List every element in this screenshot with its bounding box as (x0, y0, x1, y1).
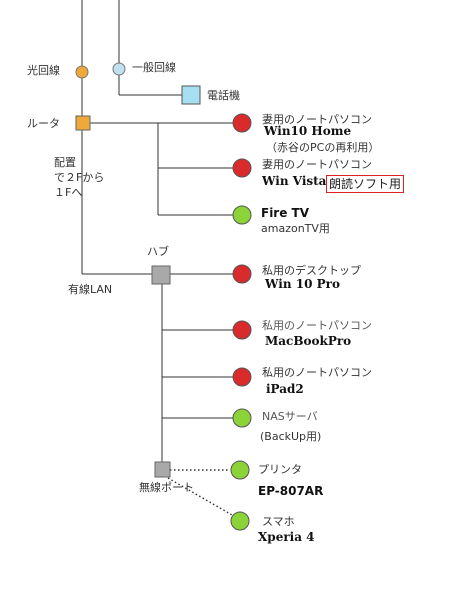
desktop-owner: 私用のデスクトップ (262, 264, 361, 277)
placement-label-1: 配置 (54, 156, 76, 169)
router-label: ルータ (27, 117, 60, 130)
desktop-node (232, 264, 252, 284)
general-line-node (112, 62, 126, 76)
router-icon (75, 115, 91, 131)
ipad-node (232, 367, 252, 387)
phone-label: 電話機 (207, 89, 240, 102)
ipad-owner: 私用のノートパソコン (262, 366, 372, 379)
ipad-model: iPad2 (266, 382, 304, 396)
reading-software-note: 朗読ソフト用 (326, 175, 405, 193)
desktop-os: Win 10 Pro (265, 277, 340, 291)
hub-label: ハブ (147, 245, 169, 258)
smartphone-model: Xperia 4 (258, 530, 315, 544)
fiber-node (75, 65, 89, 79)
printer-node (230, 460, 250, 480)
laptop-win10-node (232, 113, 252, 133)
phone-icon (181, 85, 201, 105)
wireless-port-label: 無線ポート (139, 481, 194, 494)
macbook-owner: 私用のノートパソコン (262, 319, 372, 332)
firetv-node (232, 205, 252, 225)
firetv-note: amazonTV用 (261, 222, 330, 235)
placement-label-3: １Fへ (54, 186, 83, 199)
macbook-model: MacBookPro (265, 334, 352, 348)
printer-model: EP-807AR (258, 484, 324, 498)
wireless-phone-link (167, 477, 233, 516)
nas-note: (BackUp用) (260, 430, 322, 443)
nas-node (232, 408, 252, 428)
laptop-vista-os: Win Vista (262, 174, 327, 188)
laptop-vista-node (232, 158, 252, 178)
laptop-vista-owner: 妻用のノートパソコン (262, 158, 372, 171)
nas-name: NASサーバ (262, 410, 318, 423)
firetv-name: Fire TV (261, 206, 310, 220)
hub-icon (151, 265, 171, 285)
printer-name: プリンタ (258, 463, 302, 476)
wired-lan-label: 有線LAN (68, 283, 113, 296)
placement-label-2: で２Fから (54, 171, 105, 184)
fiber-line-label: 光回線 (27, 64, 60, 77)
laptop-win10-owner: 妻用のノートパソコン (262, 113, 372, 126)
connection-lines (81, 0, 233, 462)
smartphone-node (230, 511, 250, 531)
smartphone-name: スマホ (262, 515, 295, 528)
macbook-node (232, 320, 252, 340)
wireless-port-icon (154, 461, 171, 478)
laptop-win10-os: Win10 Home (264, 124, 352, 138)
laptop-win10-note: （赤谷のPCの再利用） (266, 141, 380, 154)
general-line-label: 一般回線 (132, 61, 176, 74)
